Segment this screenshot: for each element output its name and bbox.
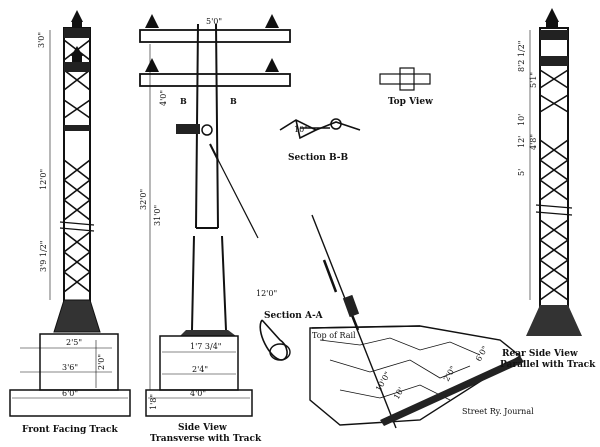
section-bb-label: Section B-B [288, 153, 348, 163]
dim-rear-2: 5'1" [529, 72, 538, 88]
section-aa-label: Section A-A [264, 311, 324, 321]
front-insulator-left [71, 10, 83, 28]
dim-front-top: 3'0" [37, 32, 46, 48]
dim-rear-5: 4'8" [529, 134, 538, 150]
dim-front-base-w3: 6'0" [62, 389, 78, 398]
dim-rail-2: 10' [392, 386, 406, 401]
dim-side-3: 31'0" [153, 205, 162, 226]
front-pole-elevation [9, 10, 131, 417]
credit-line: Street Ry. Journal [462, 407, 534, 416]
dim-rear-4: 12' [517, 136, 526, 148]
side-caption-line1: Side View [178, 423, 227, 433]
section-bb [279, 118, 361, 140]
insulator-icon [265, 58, 279, 72]
dim-front-base-w1: 2'5" [66, 338, 82, 347]
insulator-icon [265, 14, 279, 28]
dim-section-bb: 10" [294, 125, 308, 134]
dim-front-mid: 12'0" [39, 169, 48, 190]
top-of-rail-label: Top of Rail [312, 331, 356, 340]
rear-caption-line2: Parallel with Track [500, 360, 596, 370]
dim-front-low: 3'9 1/2" [39, 241, 48, 272]
b-marker-right: B [230, 96, 237, 106]
dim-rail-4: 6'0" [474, 345, 490, 363]
dim-side-2: 32'0" [139, 189, 148, 210]
rear-pole-elevation [526, 8, 582, 336]
dim-front-base-h: 2'0" [97, 354, 106, 370]
dim-side-base-w1: 1'7 3/4" [190, 342, 221, 351]
side-caption-line2: Transverse with Track [150, 434, 262, 444]
guy-anchor-ground [309, 214, 524, 429]
dim-side-base-h: 1'8" [149, 394, 158, 410]
section-aa [259, 319, 291, 361]
dim-side-base-w2: 2'4" [192, 365, 208, 374]
dim-side-base-w3: 4'0" [190, 389, 206, 398]
insulator-icon [545, 8, 559, 22]
dim-rear-6: 5' [517, 169, 526, 176]
b-marker-left: B [180, 96, 187, 106]
dim-rear-3: 10' [517, 114, 526, 126]
dim-crossarm: 5'0" [206, 17, 222, 26]
dim-rail-3: 2'0" [442, 365, 458, 383]
upper-crossarm [139, 29, 291, 43]
rear-caption-line1: Rear Side View [502, 349, 578, 359]
front-caption: Front Facing Track [22, 425, 119, 435]
dim-rail-1: 10'0" [374, 370, 392, 393]
top-view-label: Top View [388, 97, 433, 107]
top-view [379, 67, 431, 91]
dim-rear-1: 8'2 1/2" [517, 41, 526, 72]
insulator-icon [145, 58, 159, 72]
side-pole-elevation [139, 14, 291, 417]
insulator-icon [145, 14, 159, 28]
dim-side-1: 4'0" [159, 90, 168, 106]
lower-crossarm [139, 73, 291, 87]
dim-guy-span: 12'0" [256, 289, 277, 298]
dim-front-base-w2: 3'6" [62, 363, 78, 372]
